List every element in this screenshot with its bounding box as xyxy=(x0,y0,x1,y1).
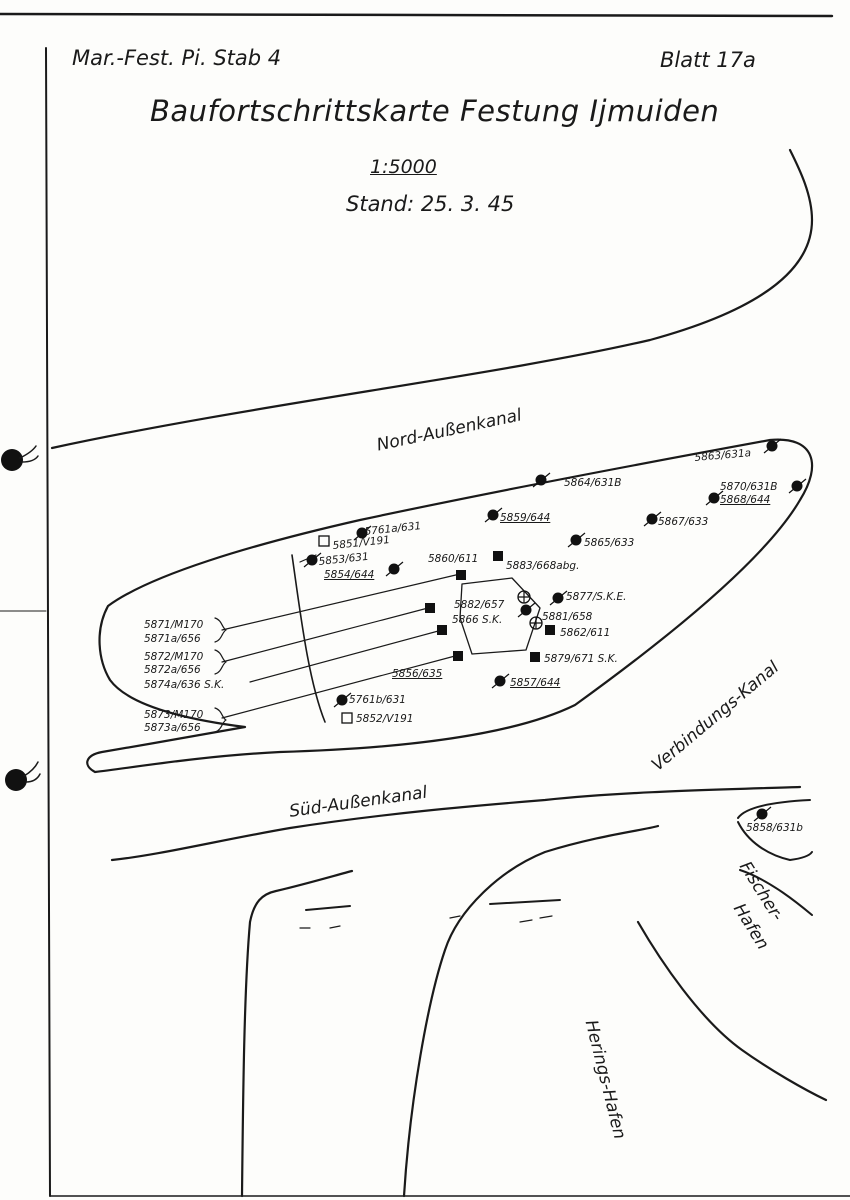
top-border-line xyxy=(0,12,834,18)
bunker-marker-crosshair xyxy=(517,590,531,604)
site-label: 5870/631B xyxy=(720,481,778,493)
bunker-marker-filled xyxy=(306,554,318,566)
site-label: 5872a/656 xyxy=(144,664,201,676)
quay-dashes xyxy=(299,915,553,929)
crosshair-lines xyxy=(518,591,530,603)
site-label: 5877/S.K.E. xyxy=(566,591,627,603)
bunker-marker-square xyxy=(453,651,463,661)
bunker-marker-open-square xyxy=(318,535,330,547)
polygon-enclosure xyxy=(459,577,541,655)
map-title: Baufortschrittskarte Festung Ijmuiden xyxy=(150,94,720,128)
map-date: Stand: 25. 3. 45 xyxy=(346,192,515,216)
bunker-marker-filled xyxy=(336,694,348,706)
bunker-marker-filled xyxy=(756,808,768,820)
bunker-marker-open-square xyxy=(341,712,353,724)
punch-hole-bottom xyxy=(5,769,27,791)
unit-header: Mar.-Fest. Pi. Stab 4 xyxy=(72,46,282,70)
bunker-marker-filled xyxy=(708,492,720,504)
left-margin-line xyxy=(45,47,51,1197)
site-label: 5854/644 xyxy=(324,569,375,581)
site-label: 5873a/656 xyxy=(144,722,201,734)
site-label: 5857/644 xyxy=(510,677,561,689)
site-label: 5879/671 S.K. xyxy=(544,653,618,665)
bunker-marker-filled xyxy=(494,675,506,687)
site-label: 5873/M170 xyxy=(144,709,204,721)
site-label: 5858/631b xyxy=(746,822,803,834)
site-label: 5871/M170 xyxy=(144,619,204,631)
site-label: 5859/644 xyxy=(500,512,551,524)
harbour-quay xyxy=(305,869,813,916)
punch-hole-bottom-mark xyxy=(23,761,41,783)
pier-middle xyxy=(402,824,660,1198)
crosshair-lines xyxy=(530,617,542,629)
map-scale: 1:5000 xyxy=(370,156,437,178)
site-label: 5856/635 xyxy=(392,668,443,680)
bunker-marker-filled xyxy=(487,509,499,521)
bunker-marker-filled xyxy=(646,513,658,525)
site-label: 5867/633 xyxy=(658,516,709,528)
island-outline xyxy=(86,438,814,774)
site-label: 5864/631B xyxy=(564,477,622,489)
site-label: 5872/M170 xyxy=(144,651,204,663)
punch-hole-top-mark xyxy=(19,445,39,463)
fischer-hafen-shore xyxy=(737,799,813,861)
site-label: 5883/668abg. xyxy=(506,560,580,572)
site-label: 5761b/631 xyxy=(349,694,406,706)
sheet-number: Blatt 17a xyxy=(660,48,756,72)
bunker-marker-square xyxy=(437,625,447,635)
site-label: 5882/657 xyxy=(454,599,505,611)
south-harbour-line xyxy=(110,785,802,862)
north-bank-line xyxy=(50,148,814,450)
site-label: 5865/633 xyxy=(584,537,635,549)
bunker-marker-filled xyxy=(552,592,564,604)
island-boundary xyxy=(291,554,326,723)
bunker-marker-square xyxy=(545,625,555,635)
bunker-marker-filled xyxy=(766,440,778,452)
site-label: 5860/611 xyxy=(428,553,479,565)
site-label: 5871a/656 xyxy=(144,633,201,645)
punch-hole-top xyxy=(1,449,23,471)
pier-east xyxy=(636,920,828,1102)
bunker-marker-filled xyxy=(356,527,368,539)
bunker-marker-square xyxy=(425,603,435,613)
bunker-marker-filled xyxy=(570,534,582,546)
site-label: 5862/611 xyxy=(560,627,611,639)
bunker-marker-filled xyxy=(791,480,803,492)
site-label: 5866 S.K. xyxy=(452,614,503,626)
site-label: 5868/644 xyxy=(720,494,771,506)
label-brackets xyxy=(214,617,227,733)
bunker-marker-square xyxy=(456,570,466,580)
pier-west xyxy=(240,869,354,1198)
bunker-marker-filled xyxy=(535,474,547,486)
bunker-marker-square xyxy=(493,551,503,561)
bunker-marker-crosshair xyxy=(529,616,543,630)
site-label: 5852/V191 xyxy=(356,713,414,725)
leader-lines xyxy=(221,554,461,719)
site-label: 5881/658 xyxy=(542,611,593,623)
bunker-marker-square xyxy=(530,652,540,662)
bunker-marker-filled xyxy=(388,563,400,575)
site-label: 5874a/636 S.K. xyxy=(144,679,225,691)
bunker-marker-filled xyxy=(520,604,532,616)
